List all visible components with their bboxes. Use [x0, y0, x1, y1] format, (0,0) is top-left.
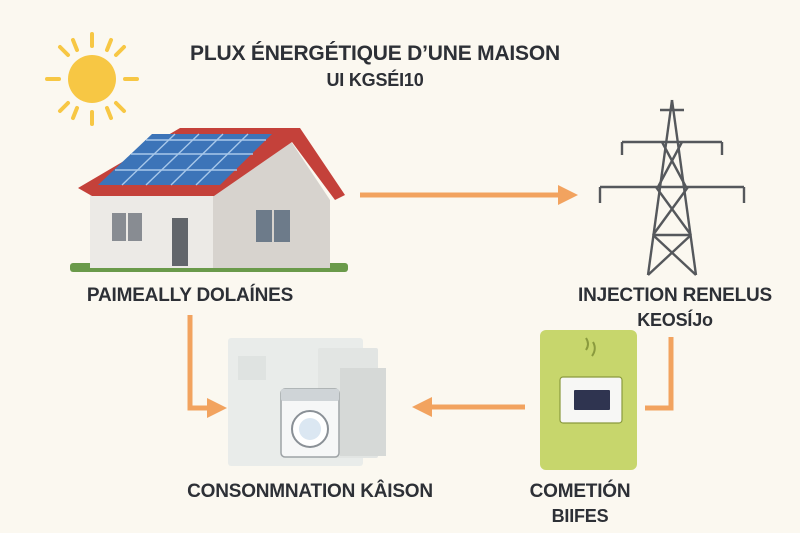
meter-sublabel: BIIFES	[551, 506, 609, 526]
grid-injection-label: INJECTION RENELUS	[577, 285, 772, 306]
diagram-title: PLUX ÉNERGÉTIQUE D’UNE MAISON	[190, 42, 560, 65]
arrow-house-to-consumption	[187, 315, 227, 418]
smart-meter-icon	[540, 330, 637, 470]
solar-panel-icon	[98, 133, 272, 186]
house-label: PAIMEALLY DOLAÍNES	[86, 285, 294, 306]
grid-injection-sublabel: KEOSÍJo	[637, 310, 713, 330]
washing-machine-icon	[280, 388, 340, 458]
appliances-illustration	[228, 338, 386, 466]
meter-label: COMETIÓN	[529, 481, 631, 502]
arrow-grid-to-meter	[645, 337, 674, 411]
house-illustration	[70, 128, 348, 272]
sun-icon	[45, 32, 139, 126]
power-pylon-icon	[598, 99, 746, 276]
diagram-subtitle: UI KGSÉI10	[326, 70, 424, 90]
consumption-label: CONSONMNATION KÂISON	[187, 481, 433, 502]
